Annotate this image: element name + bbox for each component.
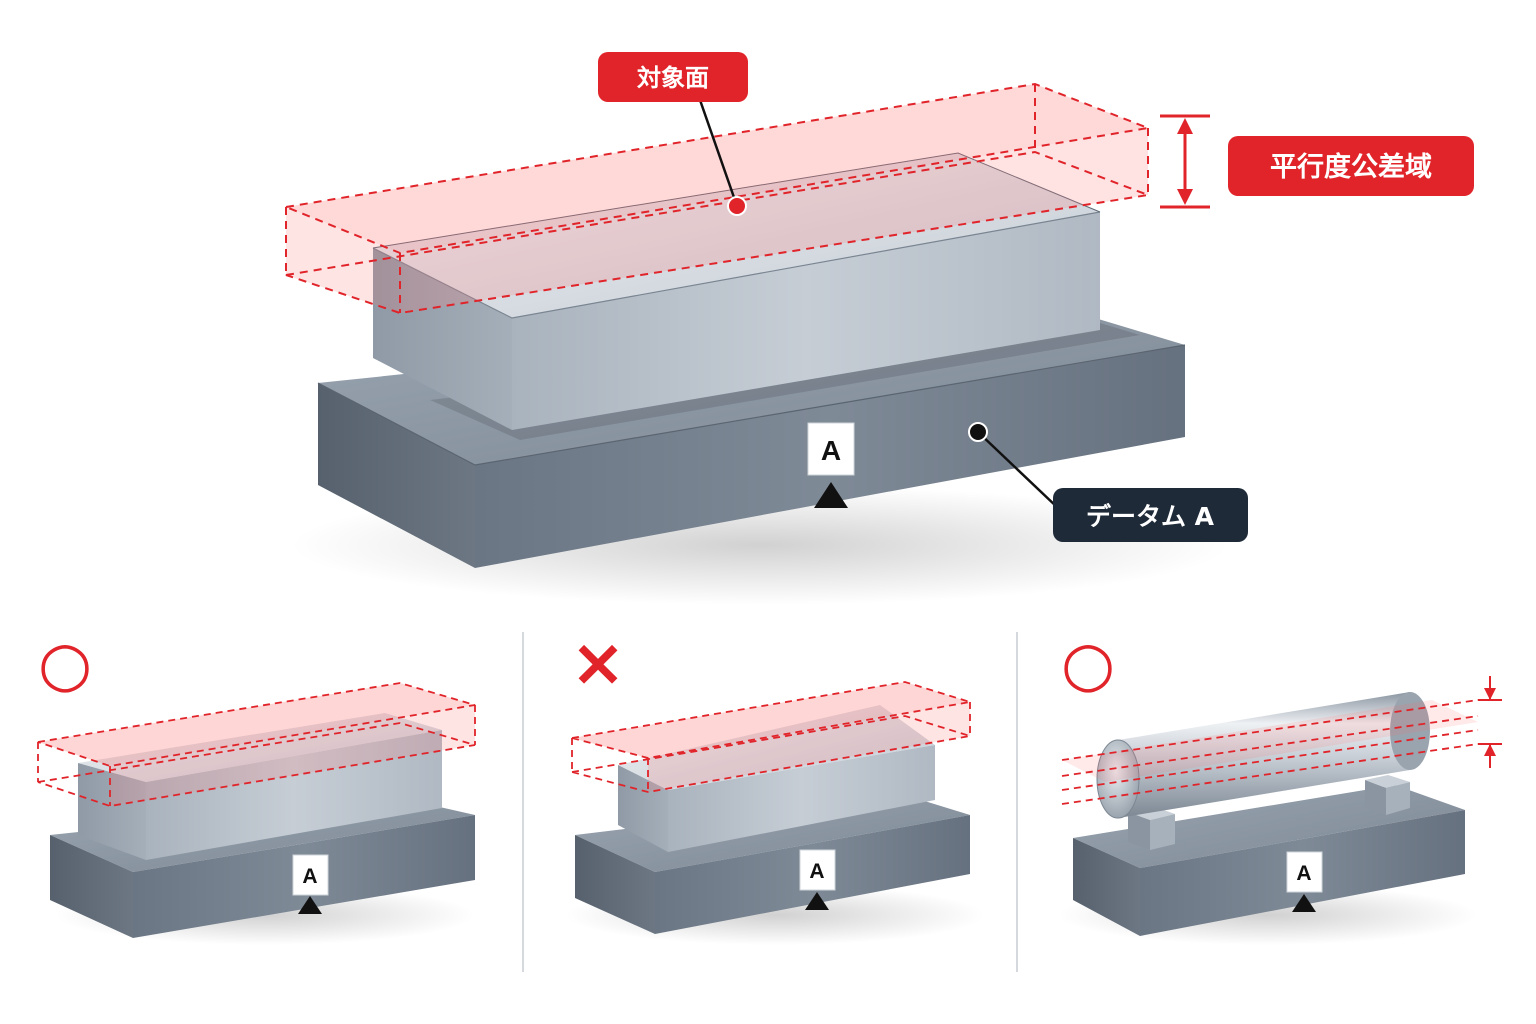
datum-callout: データム A — [968, 422, 1248, 542]
datum-marker-letter: A — [809, 860, 824, 883]
datum-marker: A — [292, 854, 329, 914]
datum-triangle — [805, 892, 829, 910]
datum-triangle — [298, 896, 322, 914]
datum-marker-letter: A — [302, 865, 317, 888]
tolerance-width-arrow — [1478, 676, 1502, 768]
target-surface-callout: 対象面 — [598, 52, 748, 216]
tolerance-zone — [37, 682, 476, 807]
example-ok-cylinder: ○ — [1058, 627, 1502, 945]
tolerance-zone-label: 平行度公差域 — [1270, 151, 1432, 183]
datum-triangle — [1292, 894, 1316, 912]
cylinder-part — [1096, 692, 1430, 819]
verdict-ng-symbol: × — [570, 624, 625, 701]
tolerance-zone — [571, 681, 971, 793]
example-ok-flat: ○ A — [37, 627, 476, 945]
tolerance-zone — [282, 82, 1152, 315]
example-ng-tilted: × A — [565, 624, 985, 945]
datum-marker-letter: A — [821, 435, 841, 466]
datum-marker-letter: A — [1296, 862, 1311, 885]
verdict-ok-symbol: ○ — [38, 627, 92, 700]
verdict-ok-symbol-2: ○ — [1061, 627, 1115, 700]
datum-label: データム A — [1086, 502, 1215, 531]
datum-marker: A — [1286, 851, 1323, 912]
support-post-right — [1365, 775, 1410, 815]
tolerance-width-arrow — [1160, 114, 1210, 209]
tolerance-zone — [1061, 699, 1479, 805]
main-figure: 対象面 平行度公差域 A データム A — [282, 52, 1474, 605]
datum-triangle — [814, 482, 848, 508]
datum-marker: A — [799, 849, 836, 910]
datum-marker: A — [807, 422, 855, 508]
workpiece-block — [372, 152, 1101, 430]
tolerance-zone-callout: 平行度公差域 — [1228, 136, 1474, 196]
target-surface-label: 対象面 — [637, 64, 709, 92]
